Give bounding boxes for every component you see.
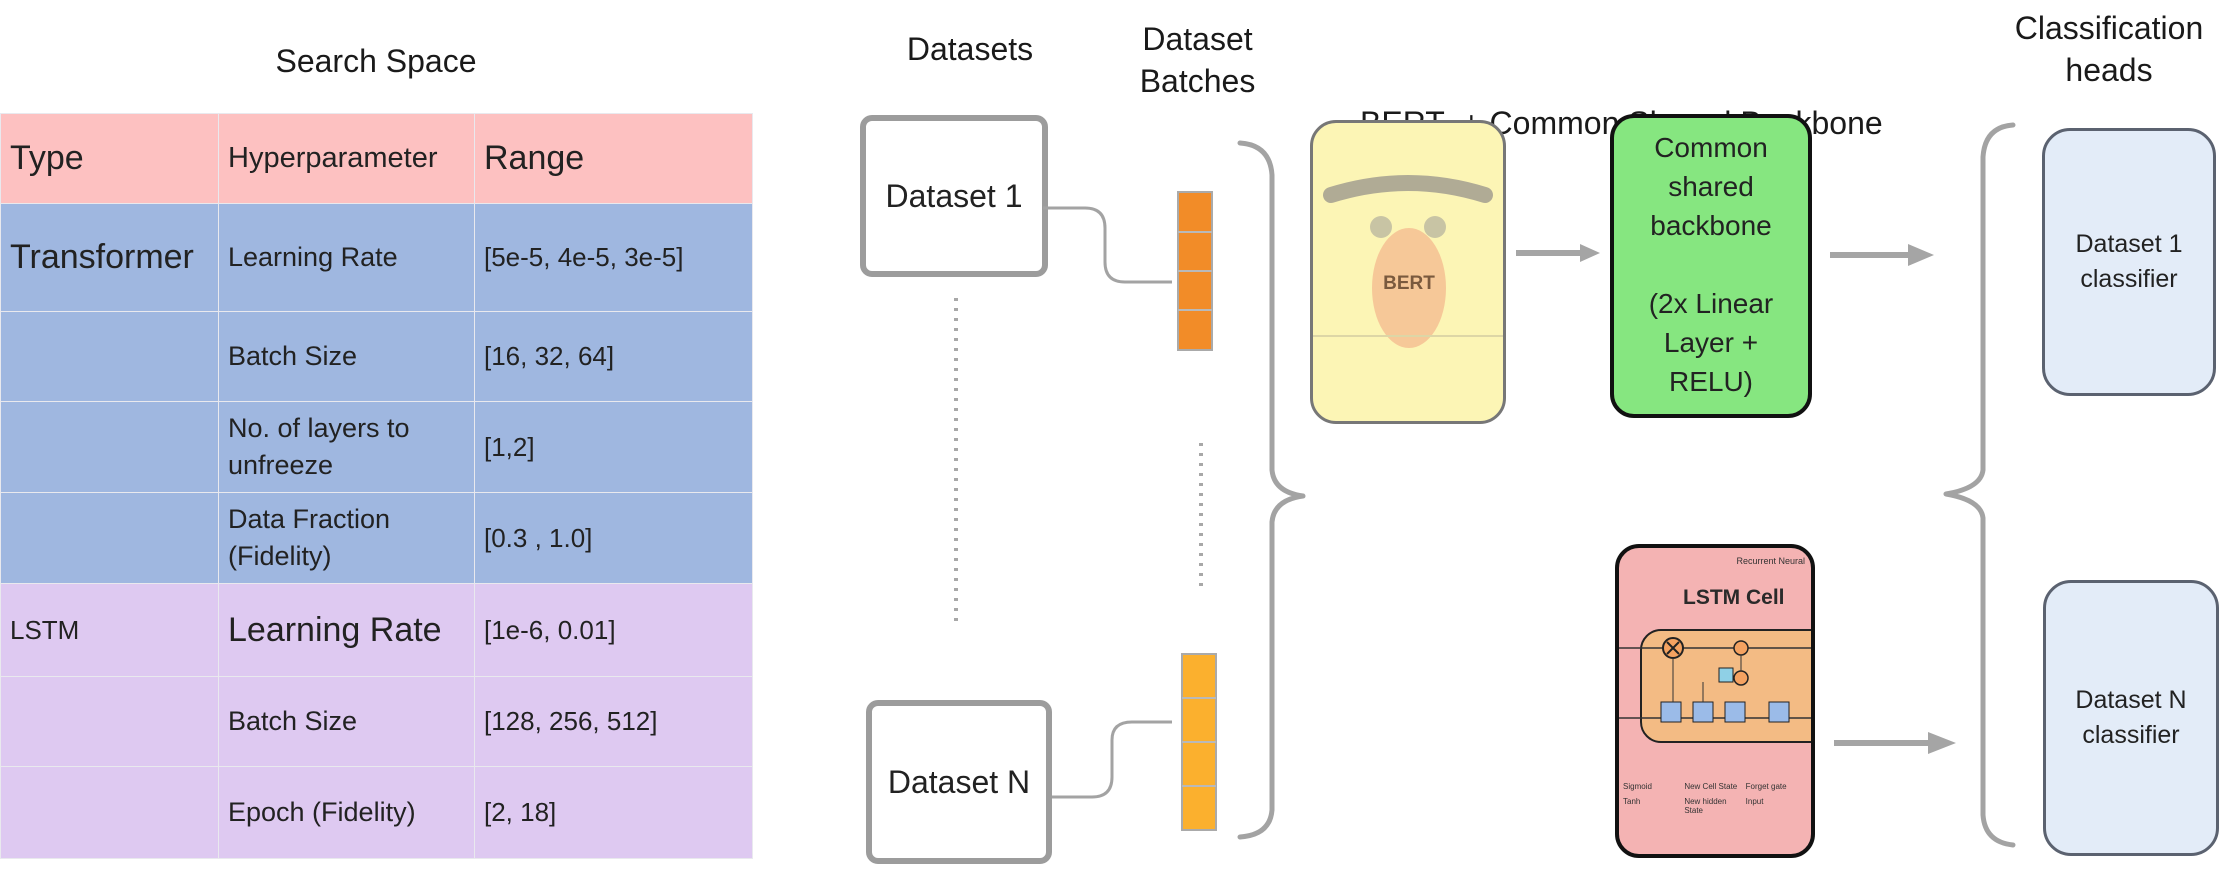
type-empty-cell (0, 492, 219, 584)
legend-item: New Cell State (1684, 782, 1738, 791)
multiply-glyph (1666, 641, 1680, 655)
backbone-line: RELU) (1668, 366, 1753, 397)
arrow-head (1928, 732, 1956, 754)
heads-left-brace (1943, 122, 2016, 848)
lstm-cell-diagram-icon (1619, 629, 1811, 743)
lstm-legend: Sigmoid New Cell State Forget gate Tanh … (1623, 782, 1807, 815)
lstm-corner-label: Recurrent Neural (1736, 556, 1805, 566)
table-row: Epoch (Fidelity) [2, 18] (0, 766, 753, 859)
hp-name: No. of layers to unfreeze (218, 401, 475, 493)
hp-range: [5e-5, 4e-5, 3e-5] (474, 203, 753, 312)
header-type: Type (0, 113, 219, 204)
dataset-1-connector (1043, 206, 1172, 284)
hp-name: Learning Rate (218, 583, 475, 677)
backbone-line: backbone (1650, 210, 1772, 241)
classifier-line: Dataset 1 (2075, 230, 2183, 258)
heading-line: Dataset (1142, 21, 1253, 57)
add-node (1733, 640, 1749, 656)
bert-card: BERT (1310, 120, 1506, 424)
backbone-line: Layer + (1663, 327, 1759, 358)
dataset-n-connector (1052, 720, 1172, 799)
arrow-head (1580, 244, 1600, 262)
backbone-line: shared (1668, 171, 1754, 202)
dataset-n-batch-stack (1181, 653, 1217, 831)
hp-name: Learning Rate (218, 203, 475, 312)
datasets-heading: Datasets (906, 31, 1034, 67)
legend-item: Forget gate (1745, 782, 1787, 791)
hp-range: [1,2] (474, 401, 753, 493)
table-row: Transformer Learning Rate [5e-5, 4e-5, 3… (0, 203, 753, 312)
tanh-layer (1724, 701, 1746, 723)
dataset-1-batch-stack (1177, 191, 1213, 351)
sigmoid-gate (1768, 701, 1790, 723)
classifier-line: classifier (2080, 265, 2178, 293)
bert-right-eye (1424, 216, 1446, 238)
search-space-table: Type Hyperparameter Range Transformer Le… (0, 113, 753, 859)
type-empty-cell (0, 311, 219, 402)
dataset-n-classifier: Dataset N classifier (2043, 580, 2219, 856)
arrow-head (1908, 244, 1934, 266)
lstm-cell-title: LSTM Cell (1683, 586, 1785, 609)
hp-range: [128, 256, 512] (474, 676, 753, 767)
hp-name: Epoch (Fidelity) (218, 766, 475, 859)
dataset-n-box: Dataset N (866, 700, 1052, 864)
bert-nose (1372, 228, 1446, 348)
table-row: Batch Size [128, 256, 512] (0, 676, 753, 767)
header-range: Range (474, 113, 753, 204)
hp-name: Batch Size (218, 311, 475, 402)
bert-left-eye (1370, 216, 1392, 238)
type-empty-cell (0, 766, 219, 859)
input-multiply-node (1733, 670, 1749, 686)
search-space-title: Search Space (275, 43, 477, 79)
legend-item: Input (1745, 797, 1764, 806)
dataset-1-classifier: Dataset 1 classifier (2042, 128, 2216, 396)
heading-line: Classification (2014, 10, 2204, 46)
legend-item: Sigmoid (1623, 782, 1652, 791)
hp-range: [16, 32, 64] (474, 311, 753, 402)
bert-eyebrow (1323, 175, 1493, 203)
classifier-line: classifier (2082, 721, 2180, 749)
type-empty-cell (0, 401, 219, 493)
type-empty-cell (0, 676, 219, 767)
bert-label: BERT (1383, 273, 1435, 294)
tanh-gate (1718, 667, 1734, 683)
backbone-line: Common (1654, 132, 1768, 163)
hp-range: [1e-6, 0.01] (474, 583, 753, 677)
classification-heads-heading: Classification heads (1990, 7, 2228, 91)
sigmoid-gate (1692, 701, 1714, 723)
heading-line: Batches (1139, 63, 1256, 99)
legend-item: New hidden State (1684, 797, 1727, 815)
table-row: LSTM Learning Rate [1e-6, 0.01] (0, 583, 753, 677)
heading-line: heads (2065, 52, 2153, 88)
lstm-cell-card: Recurrent Neural LSTM Cell Sigmoid New C… (1615, 544, 1815, 858)
batches-right-brace (1237, 140, 1306, 840)
common-shared-backbone: Common shared backbone (2x Linear Layer … (1610, 114, 1812, 418)
backbone-line (1614, 245, 1808, 284)
classifier-line: Dataset N (2075, 686, 2187, 714)
type-lstm: LSTM (0, 583, 219, 677)
dataset-1-box: Dataset 1 (860, 115, 1048, 277)
sigmoid-gate (1660, 701, 1682, 723)
legend-item: Tanh (1623, 797, 1641, 806)
header-hyperparameter: Hyperparameter (218, 113, 475, 204)
table-row: Batch Size [16, 32, 64] (0, 311, 753, 402)
bert-face-icon (1313, 175, 1503, 348)
table-row: No. of layers to unfreeze [1,2] (0, 401, 753, 493)
dataset-batches-heading: Dataset Batches (1105, 18, 1290, 102)
hp-name: Data Fraction (Fidelity) (218, 492, 475, 584)
table-header-row: Type Hyperparameter Range (0, 113, 753, 204)
hp-range: [2, 18] (474, 766, 753, 859)
backbone-line: (2x Linear (1648, 288, 1774, 319)
hp-name: Batch Size (218, 676, 475, 767)
